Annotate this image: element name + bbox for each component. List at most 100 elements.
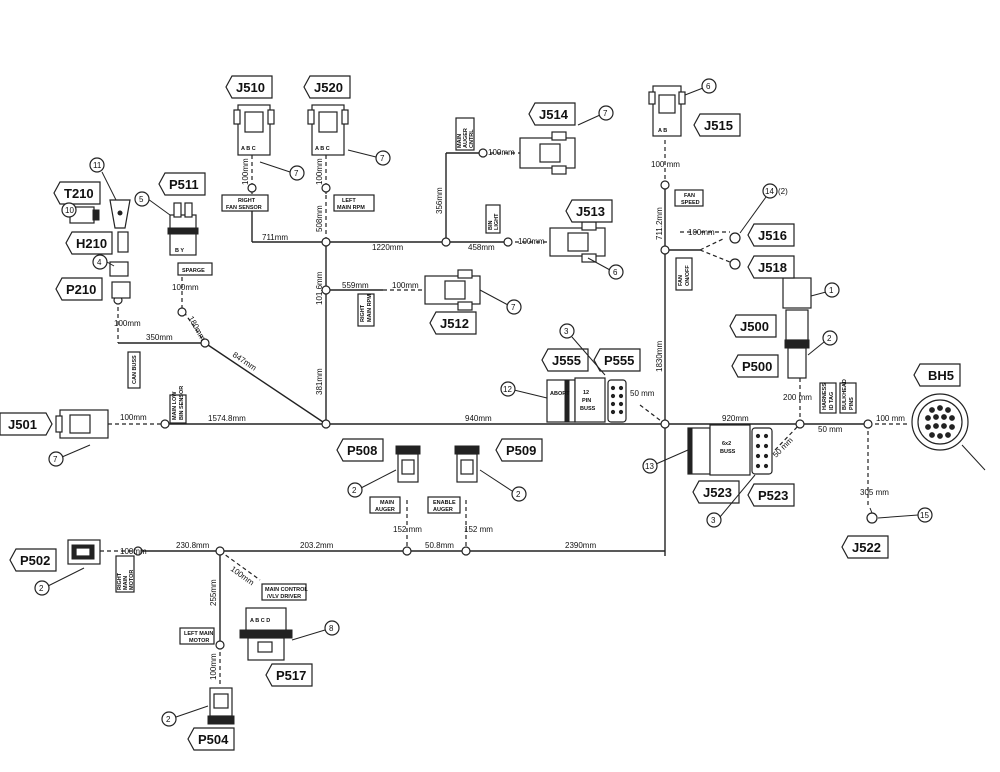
- dim-200: 200 mm: [783, 393, 812, 402]
- buss12-l1: 12: [583, 390, 589, 396]
- p517-connector: A B C D: [239, 607, 293, 661]
- dim-350: 350mm: [146, 333, 173, 342]
- tag-j555: J555: [541, 348, 589, 372]
- j520-pins: A B C: [315, 146, 330, 152]
- connector-tags: J510 J520 J514 J515 T210 P511 H210 P210 …: [0, 75, 961, 751]
- p508-connector: [395, 445, 421, 483]
- svg-text:J501: J501: [8, 417, 37, 432]
- svg-text:10: 10: [65, 206, 74, 215]
- tag-p511: P511: [158, 172, 206, 196]
- dim-100-p210: 100mm: [114, 319, 141, 328]
- dim-100-j520: 100mm: [315, 158, 324, 185]
- tag-p555: P555: [593, 348, 641, 372]
- tag-h210: H210: [65, 231, 113, 255]
- dim-2032: 203.2mm: [300, 541, 334, 550]
- dim-100-j501: 100mm: [120, 413, 147, 422]
- label-right-main-rpm: RIGHT MAIN RPM: [357, 293, 375, 327]
- tag-j522: J522: [841, 535, 889, 559]
- dim-100-j516: 100mm: [688, 228, 715, 237]
- svg-text:5: 5: [139, 195, 144, 204]
- tag-j516: J516: [747, 223, 795, 247]
- label-harness-id: HARNESS ID TAG: [819, 382, 837, 414]
- svg-text:MAIN RPM: MAIN RPM: [337, 205, 365, 211]
- svg-text:MAIN: MAIN: [457, 134, 463, 148]
- svg-text:P210: P210: [66, 282, 96, 297]
- j515-connector: A B: [648, 85, 686, 137]
- dim-255: 255mm: [209, 579, 218, 606]
- svg-text:FAN SENSOR: FAN SENSOR: [226, 205, 262, 211]
- buss12-l2: PIN: [582, 398, 591, 404]
- svg-text:P517: P517: [276, 668, 306, 683]
- svg-text:/VLV DRIVER: /VLV DRIVER: [267, 594, 301, 600]
- dim-305: 305 mm: [860, 488, 889, 497]
- svg-text:LEFT: LEFT: [342, 198, 356, 204]
- harness-wires: [100, 140, 986, 685]
- svg-text:P504: P504: [198, 732, 229, 747]
- dim-50-j523: 50 mm: [771, 436, 795, 460]
- j514-connector: [519, 131, 576, 175]
- p523-buss: 6x2 BUSS: [687, 424, 773, 476]
- svg-text:4: 4: [97, 258, 102, 267]
- callout-7-j512: 7: [479, 289, 522, 315]
- callout-7-j520: 7: [347, 149, 391, 166]
- j555-abort: ABORT: [550, 391, 570, 397]
- svg-text:SPEED: SPEED: [681, 200, 700, 206]
- dim-100-j512: 100mm: [392, 281, 419, 290]
- callout-7-j514: 7: [577, 105, 614, 126]
- j518-terminal: [729, 258, 741, 270]
- svg-text:BIN: BIN: [488, 221, 494, 231]
- j512-connector: [424, 269, 481, 311]
- dim-1830: 1830mm: [655, 341, 664, 372]
- dim-508b: 50.8mm: [425, 541, 454, 550]
- dim-559: 559mm: [342, 281, 369, 290]
- svg-text:FAN: FAN: [678, 275, 684, 286]
- dimension-labels: 711mm 1220mm 458mm 508mm 356mm 100mm 100…: [114, 148, 905, 680]
- svg-text:AUGER: AUGER: [375, 507, 395, 513]
- svg-text:RIGHT: RIGHT: [360, 304, 366, 322]
- svg-text:J522: J522: [852, 540, 881, 555]
- tag-p517: P517: [265, 663, 313, 687]
- callout-2-p508: 2: [347, 469, 397, 498]
- svg-text:7: 7: [603, 109, 608, 118]
- svg-text:8: 8: [329, 624, 334, 633]
- svg-text:1: 1: [829, 286, 834, 295]
- callout-2-p504: 2: [161, 705, 209, 727]
- j501-connector: [55, 409, 109, 439]
- svg-text:J523: J523: [703, 485, 732, 500]
- dim-152-b: 152 mm: [464, 525, 493, 534]
- callout-14: 14(2): [739, 183, 788, 234]
- svg-text:ENABLE: ENABLE: [433, 500, 456, 506]
- svg-text:RIGHT: RIGHT: [117, 572, 123, 590]
- dim-920: 920mm: [722, 414, 749, 423]
- tag-j510: J510: [225, 75, 273, 99]
- dim-100-p504: 100mm: [209, 653, 218, 680]
- dim-152-a: 152 mm: [393, 525, 422, 534]
- svg-text:2: 2: [352, 486, 357, 495]
- svg-text:6: 6: [706, 82, 711, 91]
- dim-2308: 230.8mm: [176, 541, 210, 550]
- label-fan-onoff: FAN ON/OFF: [675, 257, 693, 291]
- svg-text:ID TAG: ID TAG: [829, 392, 835, 410]
- callout-3-p555: 3: [559, 323, 606, 376]
- callout-13: 13: [642, 449, 689, 474]
- svg-text:MAIN: MAIN: [123, 576, 129, 590]
- tag-j515: J515: [693, 113, 741, 137]
- j510-connector: A B C: [233, 104, 275, 156]
- tag-j523: J523: [692, 480, 740, 504]
- svg-text:BULKHEAD: BULKHEAD: [842, 379, 848, 410]
- label-sparge: SPARGE: [177, 262, 213, 276]
- dim-100-j510: 100mm: [241, 158, 250, 185]
- svg-text:11: 11: [93, 161, 102, 170]
- svg-text:H210: H210: [76, 236, 107, 251]
- label-main-control: MAIN CONTROL/VLV DRIVER: [261, 583, 308, 601]
- svg-text:J512: J512: [440, 316, 469, 331]
- svg-text:J510: J510: [236, 80, 265, 95]
- svg-text:P509: P509: [506, 443, 536, 458]
- svg-text:AUGER: AUGER: [433, 507, 453, 513]
- svg-text:MAIN CONTROL: MAIN CONTROL: [265, 587, 308, 593]
- svg-text:2: 2: [516, 490, 521, 499]
